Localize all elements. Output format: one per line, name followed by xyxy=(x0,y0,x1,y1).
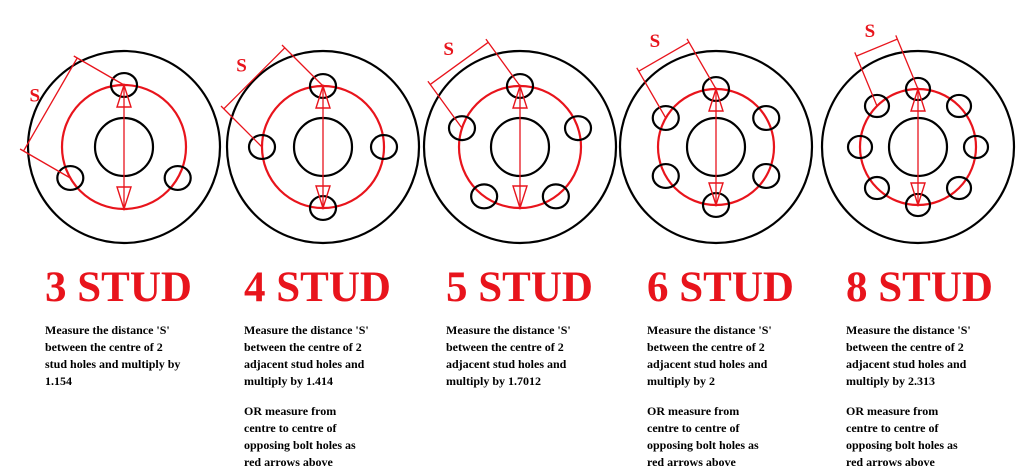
stud-hole xyxy=(752,104,781,132)
panel-title: 5 STUD xyxy=(446,264,593,311)
s-extension-line xyxy=(895,35,919,90)
s-label: S xyxy=(650,31,661,52)
measure-arrow-head-up xyxy=(512,83,528,109)
stud-hole xyxy=(651,162,680,190)
stud-hole xyxy=(846,134,874,160)
stud-hole xyxy=(56,164,85,192)
stud-hole xyxy=(752,162,781,190)
s-dimension-line xyxy=(223,47,286,110)
panel-alternative: OR measure from centre to centre of oppo… xyxy=(647,404,759,469)
measure-arrow-head-down xyxy=(116,186,132,212)
measure-arrow-head-down xyxy=(910,182,926,208)
panel-4-stud-text: 4 STUD Measure the distance 'S' between … xyxy=(244,262,434,471)
stud-hole xyxy=(163,164,192,192)
stud-hole xyxy=(863,93,891,119)
stud-hole xyxy=(541,183,570,210)
stud-hole xyxy=(447,115,477,142)
s-dimension-line xyxy=(638,41,690,72)
panel-description: Measure the distance 'S' between the cen… xyxy=(244,323,369,388)
panel-alternative: OR measure from centre to centre of oppo… xyxy=(846,404,958,469)
panel-title: 4 STUD xyxy=(244,264,391,311)
s-label: S xyxy=(443,39,454,60)
stud-hole xyxy=(945,175,973,201)
panel-8-stud-text: 8 STUD Measure the distance 'S' between … xyxy=(846,262,1024,471)
s-extension-line xyxy=(686,38,717,90)
stud-hole xyxy=(369,133,399,161)
s-extension-line xyxy=(427,80,463,129)
s-extension-line xyxy=(854,52,878,107)
measure-arrow-head-up xyxy=(910,86,926,112)
measure-arrow-head-up xyxy=(315,83,331,109)
s-dimension-line xyxy=(429,41,489,85)
s-extension-line xyxy=(73,55,125,86)
stud-hole xyxy=(563,115,593,142)
measure-arrow-head-up xyxy=(708,86,724,112)
stud-hole xyxy=(945,93,973,119)
measure-arrow-head-down xyxy=(708,182,724,208)
panel-description: Measure the distance 'S' between the cen… xyxy=(446,323,571,388)
panel-alternative: OR measure from centre to centre of oppo… xyxy=(244,404,356,469)
panel-5-stud-text: 5 STUD Measure the distance 'S' between … xyxy=(446,262,636,390)
panel-6-stud-text: 6 STUD Measure the distance 'S' between … xyxy=(647,262,837,471)
panel-description: Measure the distance 'S' between the cen… xyxy=(846,323,971,388)
stud-hole xyxy=(247,133,277,161)
stud-hole xyxy=(651,104,680,132)
wheel-outer-circle xyxy=(225,49,421,245)
wheel-outer-circle xyxy=(422,49,618,245)
s-extension-line xyxy=(485,38,521,87)
s-label: S xyxy=(30,86,41,107)
measure-arrow-head-up xyxy=(116,82,132,108)
panel-description: Measure the distance 'S' between the cen… xyxy=(647,323,772,388)
panel-title: 8 STUD xyxy=(846,264,993,311)
stud-hole xyxy=(470,183,499,210)
stud-hole xyxy=(863,175,891,201)
s-dimension-line xyxy=(856,38,898,57)
panel-title: 3 STUD xyxy=(45,264,192,311)
measure-arrow-head-down xyxy=(512,185,528,211)
wheel-outer-circle xyxy=(618,49,814,245)
measure-arrow-head-down xyxy=(315,185,331,211)
s-extension-line xyxy=(19,148,71,179)
wheel-outer-circle xyxy=(820,49,1016,245)
s-extension-line xyxy=(281,44,324,87)
s-extension-line xyxy=(220,105,263,148)
panel-title: 6 STUD xyxy=(647,264,794,311)
s-dimension-line xyxy=(22,57,78,152)
stud-hole xyxy=(962,134,990,160)
panel-3-stud-text: 3 STUD Measure the distance 'S' between … xyxy=(45,262,235,390)
s-extension-line xyxy=(636,67,667,119)
panel-description: Measure the distance 'S' between the cen… xyxy=(45,323,181,388)
s-label: S xyxy=(236,56,247,77)
wheel-outer-circle xyxy=(26,49,222,245)
s-label: S xyxy=(865,21,876,42)
